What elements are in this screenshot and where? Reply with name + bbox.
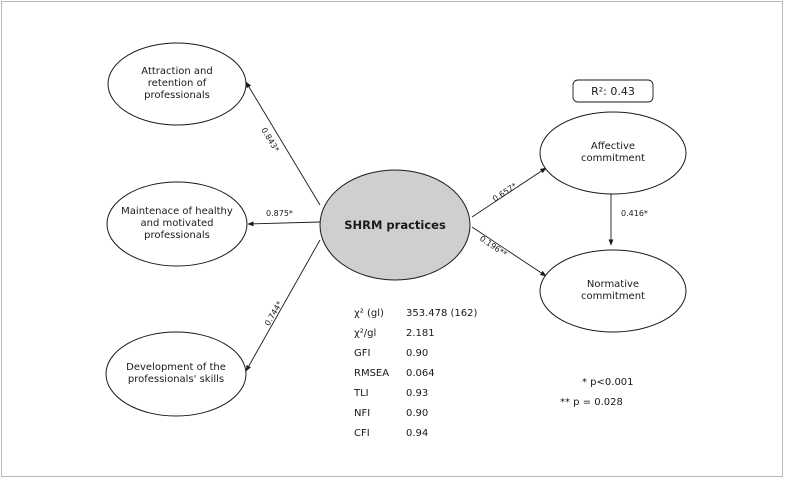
r-squared-box [572, 79, 654, 103]
fit-indices-table: χ² (gl) 353.478 (162) χ²/gl 2.181 GFI 0.… [354, 303, 477, 443]
arrow-to-affective [471, 167, 547, 218]
node-development-label: Development of the professionals' skills [126, 362, 226, 385]
fit-index-name: χ²/gl [354, 327, 377, 339]
fit-row: TLI 0.93 [354, 383, 477, 403]
fit-index-value: 2.181 [406, 327, 435, 339]
node-attraction-label: Attraction and retention of professional… [141, 66, 213, 101]
fit-index-name: CFI [354, 427, 370, 439]
coef-maintenance: 0.875* [266, 209, 293, 218]
fit-index-value: 0.90 [406, 407, 429, 419]
node-affective-ellipse [539, 111, 687, 195]
fit-index-name: RMSEA [354, 367, 390, 379]
fit-index-name: χ² (gl) [354, 307, 384, 319]
arrow-to-development [245, 239, 321, 372]
node-maintenance-label: Maintenace of healthy and motivated prof… [121, 206, 233, 241]
fit-row: CFI 0.94 [354, 423, 477, 443]
arrow-to-normative [471, 226, 547, 277]
node-normative-label: Normative commitment [581, 279, 645, 302]
note-p-028: ** p = 0.028 [560, 397, 623, 408]
node-maintenance-ellipse [106, 181, 248, 267]
node-development-ellipse [105, 331, 247, 417]
note-p-001: * p<0.001 [582, 377, 634, 388]
significance-notes: * p<0.001 ** p = 0.028 [560, 373, 634, 413]
fit-index-name: TLI [354, 387, 369, 399]
fit-row: χ² (gl) 353.478 (162) [354, 303, 477, 323]
node-center-ellipse [319, 169, 471, 281]
fit-index-value: 0.94 [406, 427, 429, 439]
arrow-to-attraction [245, 81, 321, 206]
fit-index-value: 0.90 [406, 347, 429, 359]
node-normative-ellipse [539, 249, 687, 333]
fit-index-value: 0.064 [406, 367, 435, 379]
coef-affective-to-normative: 0.416* [621, 209, 648, 218]
fit-index-value: 0.93 [406, 387, 429, 399]
fit-row: χ²/gl 2.181 [354, 323, 477, 343]
node-center-label: SHRM practices [344, 218, 446, 232]
fit-row: NFI 0.90 [354, 403, 477, 423]
fit-index-name: NFI [354, 407, 371, 419]
arrow-to-maintenance [247, 221, 321, 227]
node-affective-label: Affective commitment [581, 141, 645, 164]
r-squared-label: R²: 0.43 [591, 84, 635, 98]
fit-index-name: GFI [354, 347, 371, 359]
fit-row: GFI 0.90 [354, 343, 477, 363]
fit-row: RMSEA 0.064 [354, 363, 477, 383]
node-attraction-ellipse [107, 42, 247, 126]
fit-index-value: 353.478 (162) [406, 307, 478, 319]
